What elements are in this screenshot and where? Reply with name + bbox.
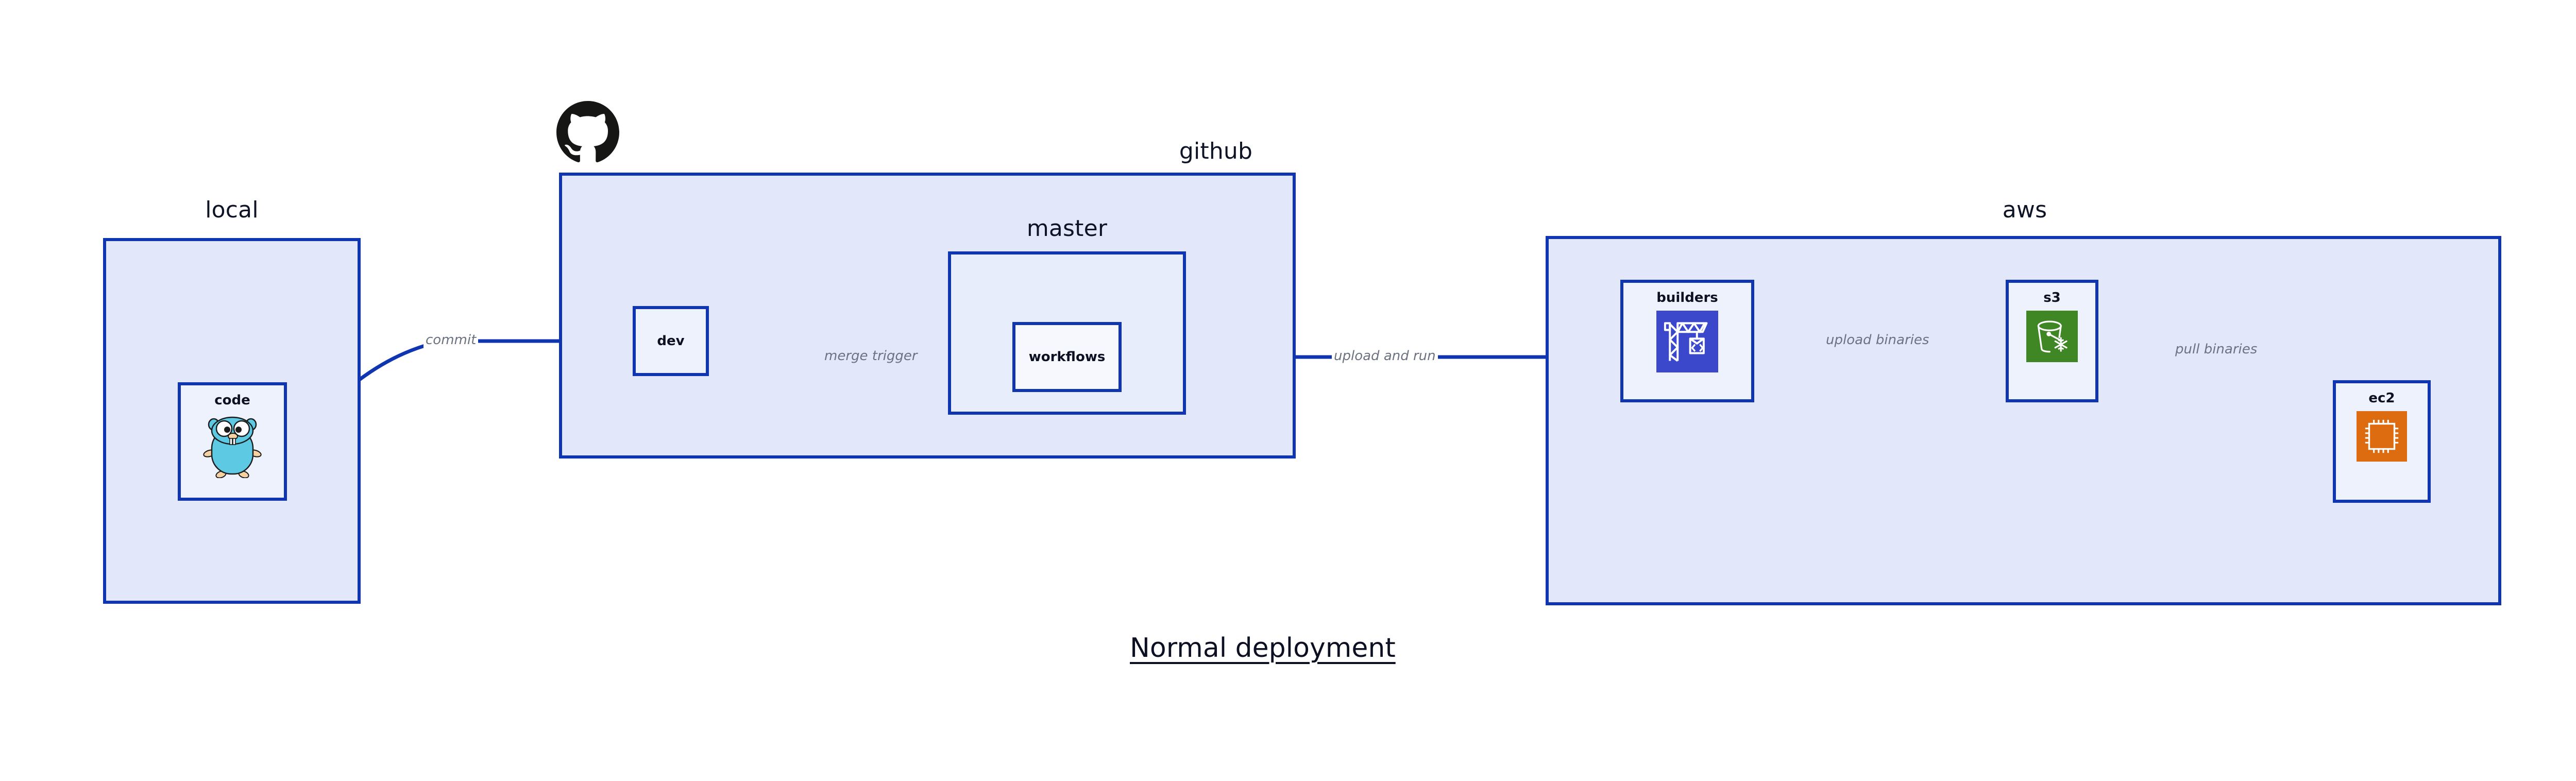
node-workflows[interactable]: workflows bbox=[1012, 322, 1122, 392]
node-s3-label: s3 bbox=[2043, 290, 2061, 305]
node-builders[interactable]: builders bbox=[1620, 280, 1754, 402]
golang-gopher-icon bbox=[201, 413, 263, 479]
node-builders-label: builders bbox=[1656, 290, 1718, 305]
node-ec2[interactable]: ec2 bbox=[2333, 380, 2431, 503]
node-dev-label: dev bbox=[657, 333, 685, 349]
aws-codebuild-icon bbox=[1656, 311, 1718, 372]
edge-label-upload-and-run: upload and run bbox=[1332, 348, 1438, 364]
node-ec2-label: ec2 bbox=[2368, 390, 2395, 406]
github-octocat-logo bbox=[556, 101, 619, 166]
node-dev[interactable]: dev bbox=[633, 306, 709, 376]
aws-s3-glacier-icon bbox=[2026, 311, 2078, 362]
node-workflows-label: workflows bbox=[1028, 349, 1106, 365]
cluster-local-label: local bbox=[205, 197, 259, 223]
edge-label-merge-trigger: merge trigger bbox=[822, 348, 920, 364]
node-s3[interactable]: s3 bbox=[2006, 280, 2098, 402]
edge-label-pull-binaries: pull binaries bbox=[2173, 342, 2260, 357]
cluster-github-label: github bbox=[1179, 138, 1253, 164]
cluster-aws-label: aws bbox=[2002, 197, 2047, 223]
edge-label-upload-binaries: upload binaries bbox=[1824, 332, 1931, 348]
edge-label-commit: commit bbox=[423, 332, 479, 348]
node-code[interactable]: code bbox=[178, 382, 287, 501]
cluster-local bbox=[103, 238, 361, 604]
cluster-master-label: master bbox=[1026, 215, 1108, 242]
aws-ec2-icon bbox=[2357, 411, 2407, 462]
node-code-label: code bbox=[214, 393, 250, 408]
diagram-title: Normal deployment bbox=[1130, 633, 1396, 664]
